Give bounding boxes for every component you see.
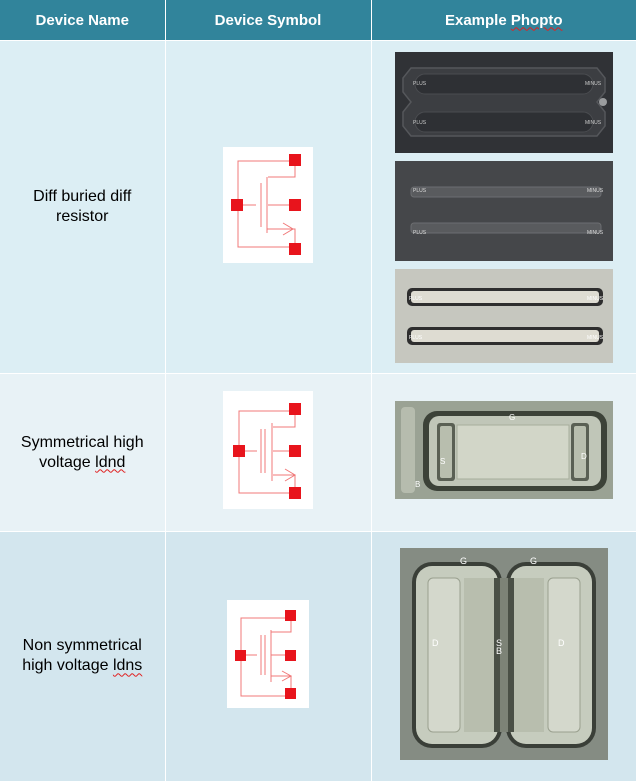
resistor-photo-1: PLUS MINUS PLUS MINUS	[394, 51, 613, 153]
ldns-symbol-icon	[227, 599, 309, 708]
photo-label-right: MINUS	[585, 81, 602, 87]
ldmos-symbol-icon	[223, 391, 313, 509]
device-name-cell: Non symmetrical high voltage ldns	[0, 531, 166, 781]
device-name: Diff buried diff resistor	[0, 187, 165, 227]
source-label: S	[496, 638, 502, 648]
device-name-word: ldns	[112, 657, 143, 675]
device-name-cell: Symmetrical high voltage ldnd	[0, 373, 166, 532]
photo-label-right: MINUS	[587, 230, 604, 236]
header-photo-prefix: Example	[444, 11, 511, 29]
header-device-symbol: Device Symbol	[165, 0, 372, 41]
source-label: S	[440, 457, 445, 466]
device-symbol-cell	[165, 40, 372, 374]
device-name-line: Non symmetrical	[22, 637, 142, 655]
device-name: Symmetrical high voltage ldnd	[0, 433, 165, 473]
ldns-photo: G G D D S B	[399, 547, 608, 760]
resistor-photo-3: PLUS MINUS PLUS MINUS	[394, 268, 613, 363]
photo-label-left: PLUS	[409, 335, 423, 341]
drain-label: D	[581, 452, 587, 461]
ldnd-photo: G S D B	[394, 401, 613, 499]
drain-label-right: D	[558, 638, 565, 648]
resistor-photo-2: PLUS MINUS PLUS MINUS	[394, 160, 613, 261]
example-photo-cell: PLUS MINUS PLUS MINUS PLUS MINUS PLUS MI…	[371, 40, 636, 374]
photo-label-left: PLUS	[413, 188, 427, 194]
photo-label-left: PLUS	[413, 230, 427, 236]
header-device-name: Device Name	[0, 0, 166, 41]
gate-label-left: G	[460, 556, 467, 566]
header-photo-word: Phopto	[510, 11, 563, 29]
header-example-photo: Example Phopto	[371, 0, 636, 41]
photo-label-right: MINUS	[587, 188, 604, 194]
device-name-line: resistor	[56, 208, 109, 225]
device-name-text: high voltage	[22, 657, 113, 675]
body-label: B	[496, 646, 502, 656]
device-name-line: high voltage ldns	[10, 656, 155, 676]
photo-label-right: MINUS	[587, 296, 604, 302]
header-row: Device Name Device Symbol Example Phopto	[0, 0, 636, 41]
gate-label-right: G	[530, 556, 537, 566]
device-name-cell: Diff buried diff resistor	[0, 40, 166, 374]
table-row: Non symmetrical high voltage ldns	[0, 531, 636, 781]
example-photo-cell: G G D D S B	[371, 531, 636, 781]
device-name-word: ldnd	[95, 453, 126, 471]
device-name-line: voltage ldnd	[10, 453, 155, 473]
resistor-symbol-icon	[223, 146, 313, 263]
body-label: B	[415, 480, 420, 489]
device-symbol-cell	[165, 531, 372, 781]
photo-label-left: PLUS	[409, 296, 423, 302]
device-name-text: voltage	[39, 453, 96, 471]
example-photo-cell: G S D B	[371, 373, 636, 532]
device-name: Non symmetrical high voltage ldns	[0, 636, 165, 676]
photo-label-left: PLUS	[413, 120, 427, 126]
table-row: Symmetrical high voltage ldnd	[0, 373, 636, 532]
drain-label-left: D	[432, 638, 439, 648]
photo-label-right: MINUS	[587, 335, 604, 341]
photo-label-right: MINUS	[585, 120, 602, 126]
gate-label: G	[509, 413, 515, 422]
table-row: Diff buried diff resistor	[0, 40, 636, 374]
device-name-line: Symmetrical high	[20, 433, 144, 451]
device-name-line: Diff buried diff	[33, 188, 132, 205]
photo-label-left: PLUS	[413, 81, 427, 87]
device-symbol-cell	[165, 373, 372, 532]
